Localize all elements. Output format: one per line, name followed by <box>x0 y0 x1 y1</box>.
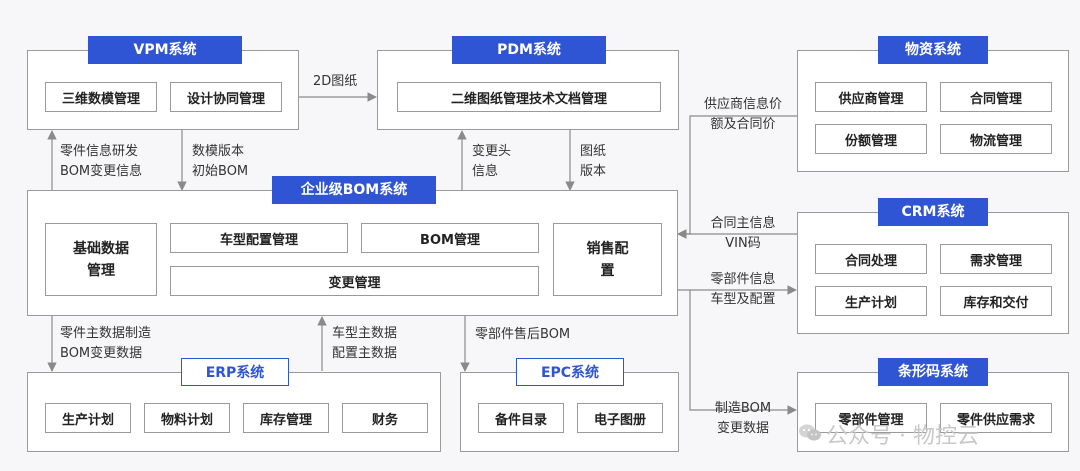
bom-item-change-management: 变更管理 <box>170 266 539 296</box>
barcode-item-parts: 零部件管理 <box>815 403 927 433</box>
vpm-system-title: VPM系统 <box>88 36 242 64</box>
arrow-bom-to-barcode <box>689 290 797 415</box>
wuzi-item-quota: 份额管理 <box>815 124 927 154</box>
pdm-system-title: PDM系统 <box>452 36 606 64</box>
wuzi-item-supplier: 供应商管理 <box>815 82 927 112</box>
flow-label-bom-erp: 零件主数据制造 BOM变更数据 <box>60 324 151 364</box>
flow-label-erp-bom: 车型主数据 配置主数据 <box>332 324 397 364</box>
bom-system-title: 企业级BOM系统 <box>272 176 436 204</box>
crm-item-production-plan: 生产计划 <box>815 286 927 316</box>
flow-label-line: 制造BOM <box>714 401 772 416</box>
erp-item-inventory: 库存管理 <box>243 403 329 433</box>
flow-label-line: 车型主数据 <box>332 326 398 341</box>
epc-system-title: EPC系统 <box>516 358 624 386</box>
barcode-item-supply-demand: 零件供应需求 <box>940 403 1052 433</box>
pdm-item-drawings-docs: 二维图纸管理技术文档管理 <box>397 82 661 112</box>
epc-item-parts-catalog: 备件目录 <box>478 403 564 433</box>
flow-label-line: 零件信息研发 <box>60 144 139 159</box>
wuzi-item-logistics: 物流管理 <box>940 124 1052 154</box>
flow-label-line: 初始BOM <box>192 164 249 179</box>
flow-label-line: 合同主信息 <box>710 216 776 231</box>
flow-label-bom-vpm: 零件信息研发 BOM变更信息 <box>60 142 142 182</box>
crm-item-demand-management: 需求管理 <box>940 244 1052 274</box>
flow-label-line: 零件主数据制造 <box>60 326 152 341</box>
epc-item-e-atlas: 电子图册 <box>577 403 663 433</box>
bom-item-sales-config: 销售配置 <box>553 223 662 296</box>
flow-label-vpm-bom: 数模版本 初始BOM <box>192 142 248 182</box>
bom-item-vehicle-config: 车型配置管理 <box>170 223 348 253</box>
flow-label-line: BOM变更信息 <box>60 164 143 179</box>
flow-label-line: 配置主数据 <box>332 346 398 361</box>
flow-label-pdm-bom: 图纸 版本 <box>580 142 606 182</box>
wechat-icon <box>799 424 821 441</box>
flow-label-wuzi-bom: 供应商信息价 额及合同价 <box>697 95 789 135</box>
flow-label-line: 供应商信息价 <box>703 97 782 112</box>
vpm-item-3d-model: 三维数模管理 <box>45 82 157 112</box>
flow-label-line: 信息 <box>472 164 499 179</box>
crm-item-contract-processing: 合同处理 <box>815 244 927 274</box>
erp-item-material-plan: 物料计划 <box>144 403 230 433</box>
wuzi-system-title: 物资系统 <box>878 36 988 64</box>
flow-label-vpm-pdm: 2D图纸 <box>313 74 358 89</box>
bom-item-basic-data: 基础数据管理 <box>45 223 157 296</box>
flow-label-line: 变更头 <box>472 144 512 159</box>
bom-item-bom-management: BOM管理 <box>361 223 539 253</box>
watermark-text: 公众号 · 物控云 <box>826 424 979 449</box>
flow-label-line: 数模版本 <box>192 144 245 159</box>
flow-label-line: 版本 <box>580 164 607 179</box>
crm-item-inventory-delivery: 库存和交付 <box>940 286 1052 316</box>
flow-label-line: 车型及配置 <box>710 292 776 307</box>
barcode-system-title: 条形码系统 <box>878 358 988 386</box>
flow-label-bom-epc: 零部件售后BOM <box>475 327 571 342</box>
erp-item-production-plan: 生产计划 <box>45 403 131 433</box>
wuzi-item-contract: 合同管理 <box>940 82 1052 112</box>
flow-label-line: BOM变更数据 <box>60 346 143 361</box>
erp-item-finance: 财务 <box>342 403 428 433</box>
vpm-item-design-collab: 设计协同管理 <box>170 82 282 112</box>
flow-label-bom-crm: 零部件信息 车型及配置 <box>697 270 789 310</box>
flow-label-bom-barcode: 制造BOM 变更数据 <box>697 399 789 439</box>
flow-label-line: 变更数据 <box>716 421 769 436</box>
flow-label-line: VIN码 <box>725 236 761 251</box>
crm-system-title: CRM系统 <box>878 198 988 226</box>
flow-label-line: 额及合同价 <box>710 117 776 132</box>
erp-system-title: ERP系统 <box>181 358 289 386</box>
flow-label-line: 零部件信息 <box>710 272 776 287</box>
flow-label-bom-pdm: 变更头 信息 <box>472 142 511 182</box>
flow-label-line: 图纸 <box>580 144 607 159</box>
flow-label-crm-bom: 合同主信息 VIN码 <box>697 214 789 254</box>
